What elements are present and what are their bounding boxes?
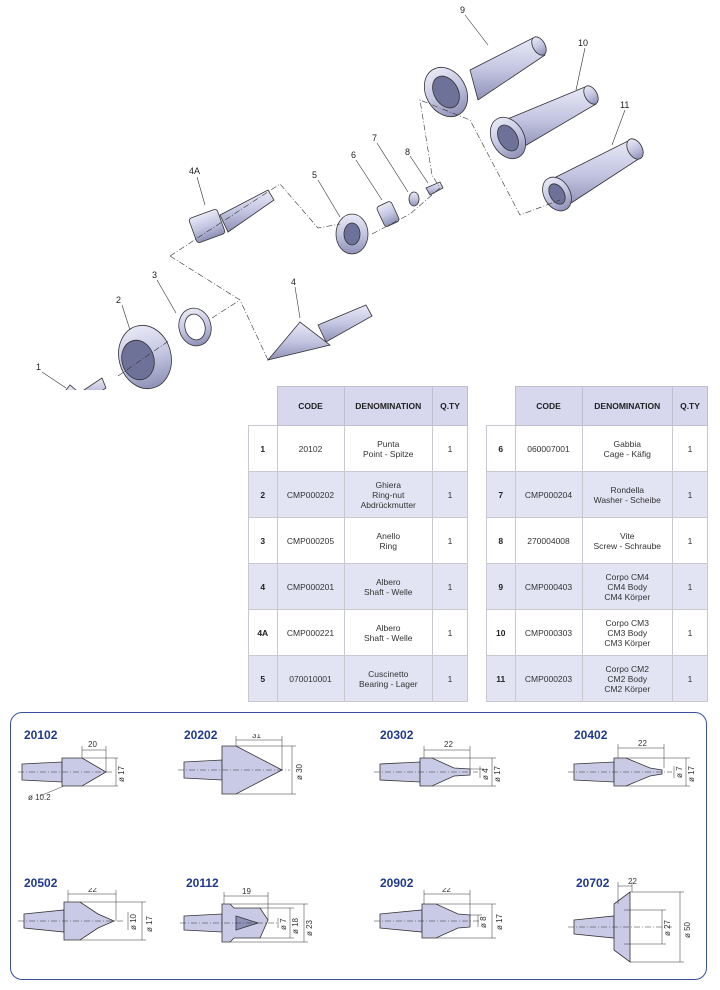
- callout-2: 2: [116, 295, 121, 305]
- svg-text:ø 23: ø 23: [305, 919, 314, 936]
- point-drawing-20202: 31 ø 30: [178, 734, 304, 795]
- point-code-20202: 20202: [184, 728, 218, 742]
- point-code-20902: 20902: [380, 876, 414, 890]
- callout-9: 9: [460, 5, 465, 15]
- callout-1: 1: [36, 362, 41, 372]
- point-drawing-20902: 22 ø 8 ø 17: [374, 888, 504, 939]
- col-denomination: DENOMINATION: [581, 386, 673, 426]
- part-4-shaft: [266, 304, 373, 361]
- svg-text:ø 30: ø 30: [295, 763, 304, 780]
- part-9-body: [423, 36, 547, 118]
- svg-text:ø 17: ø 17: [493, 765, 502, 782]
- point-code-20112: 20112: [186, 876, 219, 890]
- part-10-body: [489, 85, 599, 160]
- col-qty: Q.TY: [432, 386, 468, 426]
- svg-text:ø 10.2: ø 10.2: [28, 793, 51, 802]
- part-4A-shaft: [188, 189, 275, 243]
- point-drawing-20502: 22 ø 10 ø 17: [18, 888, 154, 941]
- svg-text:ø 8: ø 8: [479, 916, 488, 928]
- callout-10: 10: [578, 38, 588, 48]
- svg-text:31: 31: [252, 734, 261, 740]
- svg-text:22: 22: [444, 740, 453, 749]
- part-1-point: [65, 377, 107, 390]
- svg-text:20: 20: [88, 740, 97, 749]
- callout-5: 5: [312, 170, 317, 180]
- point-code-20702: 20702: [576, 876, 610, 890]
- point-drawing-20302: 22 ø 4 ø 17: [374, 740, 502, 787]
- part-5-bearing: [335, 213, 369, 255]
- svg-text:ø 17: ø 17: [117, 765, 126, 782]
- svg-text:22: 22: [628, 878, 637, 886]
- callout-8: 8: [405, 147, 410, 157]
- part-8-screw: [425, 181, 444, 196]
- callout-4A: 4A: [189, 166, 200, 176]
- svg-text:ø 7: ø 7: [675, 766, 684, 778]
- point-drawing-20102: 20 ø 17 ø 10.2: [18, 740, 126, 802]
- svg-text:ø 7: ø 7: [279, 918, 288, 930]
- col-code: CODE: [514, 386, 583, 426]
- callout-11: 11: [620, 100, 629, 110]
- col-denomination: DENOMINATION: [343, 386, 433, 426]
- point-drawing-20702: 22 ø 27 ø 50: [568, 878, 692, 963]
- part-2-ring-nut: [118, 324, 172, 390]
- point-code-20502: 20502: [24, 876, 58, 890]
- callout-6: 6: [351, 150, 356, 160]
- point-code-20402: 20402: [574, 728, 608, 742]
- svg-text:22: 22: [638, 739, 647, 748]
- part-3-ring: [178, 307, 212, 347]
- svg-text:22: 22: [88, 888, 97, 894]
- point-drawing-20112: 19 ø 7 ø 18 ø 23: [180, 887, 314, 943]
- col-code: CODE: [276, 386, 345, 426]
- svg-text:19: 19: [242, 887, 251, 896]
- svg-text:ø 27: ø 27: [663, 919, 672, 936]
- col-qty: Q.TY: [672, 386, 708, 426]
- svg-text:22: 22: [442, 888, 451, 894]
- exploded-view: 1 2 3 4 4A 5 6 7 8 9 10 11: [36, 5, 644, 390]
- svg-text:ø 10: ø 10: [129, 913, 138, 930]
- point-drawing-20402: 22 ø 7 ø 17: [568, 739, 696, 787]
- part-11-body: [542, 138, 644, 212]
- point-variants-panel: [10, 712, 707, 980]
- svg-text:ø 4: ø 4: [481, 768, 490, 780]
- point-code-20302: 20302: [380, 728, 414, 742]
- point-code-20102: 20102: [24, 728, 58, 742]
- svg-text:ø 17: ø 17: [687, 765, 696, 782]
- svg-text:ø 18: ø 18: [291, 917, 300, 934]
- part-6-cage: [376, 201, 400, 227]
- callout-4: 4: [291, 277, 296, 287]
- part-7-washer: [408, 191, 420, 207]
- svg-text:ø 50: ø 50: [683, 921, 692, 938]
- svg-text:ø 17: ø 17: [495, 913, 504, 930]
- svg-text:ø 17: ø 17: [145, 915, 154, 932]
- callout-7: 7: [372, 133, 377, 143]
- callout-3: 3: [152, 270, 157, 280]
